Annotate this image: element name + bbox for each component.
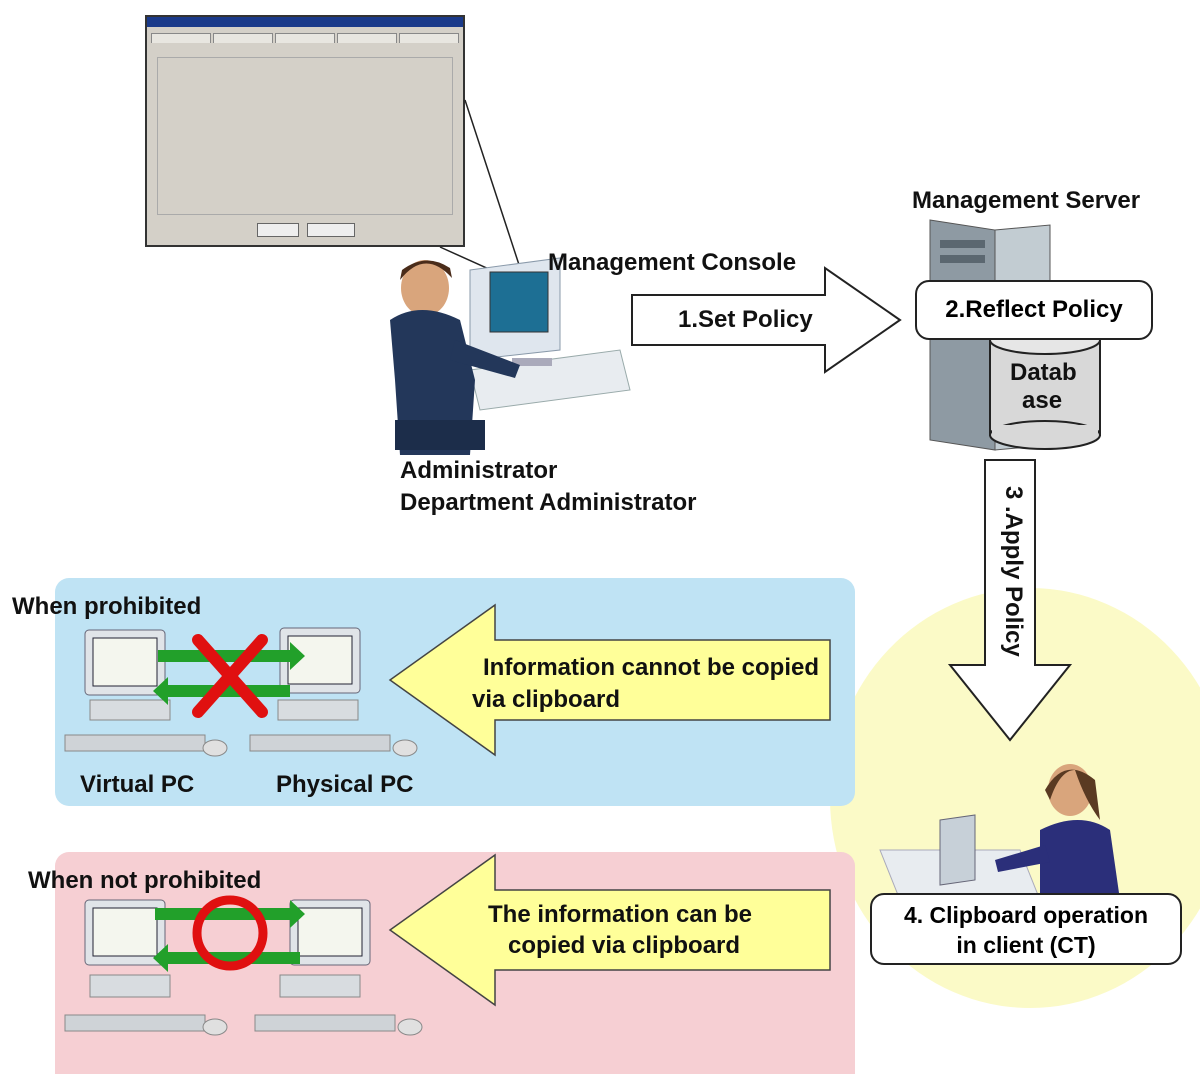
dialog-tab: [151, 33, 211, 43]
can-copy-line2: copied via clipboard: [508, 932, 741, 959]
set-policy-label: 1.Set Policy: [678, 306, 813, 333]
dialog-tab: [275, 33, 335, 43]
cannot-copy-arrow: [388, 603, 831, 757]
physical-pc-label: Physical PC: [276, 771, 414, 798]
callout-line: [464, 99, 526, 284]
when-prohibited-label: When prohibited: [12, 593, 202, 620]
cannot-copy-line1: Information cannot be copied: [483, 654, 820, 681]
deny-x-icon: [192, 634, 268, 718]
dialog-ok-button: [257, 223, 299, 237]
dialog-tab: [337, 33, 397, 43]
dialog-body: [157, 57, 453, 215]
database-label-line2: ase: [1022, 387, 1063, 414]
virtual-pc-icon: [64, 899, 228, 1036]
when-not-prohibited-label: When not prohibited: [28, 867, 262, 894]
reflect-policy-label: 2.Reflect Policy: [945, 296, 1123, 323]
dialog-tab: [399, 33, 459, 43]
apply-policy-arrow: [947, 459, 1073, 742]
administrator-label: Administrator: [400, 457, 558, 484]
can-copy-line1: The information can be: [488, 901, 753, 928]
copy-arrows-allowed: [153, 900, 305, 972]
virtual-pc-label: Virtual PC: [80, 771, 195, 798]
apply-policy-label: 3 .Apply Policy: [1000, 486, 1027, 657]
can-copy-arrow: [388, 853, 831, 1007]
dialog-tabs: [147, 27, 463, 43]
cannot-copy-line2: via clipboard: [472, 686, 621, 713]
department-administrator-label: Department Administrator: [400, 489, 697, 516]
allow-circle-icon: [192, 895, 268, 971]
reflect-policy-box: 2.Reflect Policy: [915, 280, 1153, 340]
dialog-cancel-button: [307, 223, 355, 237]
management-server-label: Management Server: [912, 187, 1141, 214]
client-operation-box: 4. Clipboard operation in client (CT): [870, 893, 1182, 965]
policy-settings-dialog: [145, 15, 465, 247]
administrator-illustration: [390, 257, 631, 455]
dialog-titlebar: [147, 17, 463, 27]
virtual-pc-icon: [64, 629, 228, 757]
database-icon: [989, 325, 1101, 450]
set-policy-arrow: [631, 266, 902, 374]
physical-pc-icon: [254, 899, 423, 1036]
management-console-label: Management Console: [548, 249, 797, 276]
client-user-illustration: [879, 764, 1120, 901]
client-operation-line1: 4. Clipboard operation: [903, 902, 1149, 928]
dialog-tab: [213, 33, 273, 43]
client-operation-line2: in client (CT): [956, 932, 1096, 958]
database-label-line1: Datab: [1010, 359, 1077, 386]
